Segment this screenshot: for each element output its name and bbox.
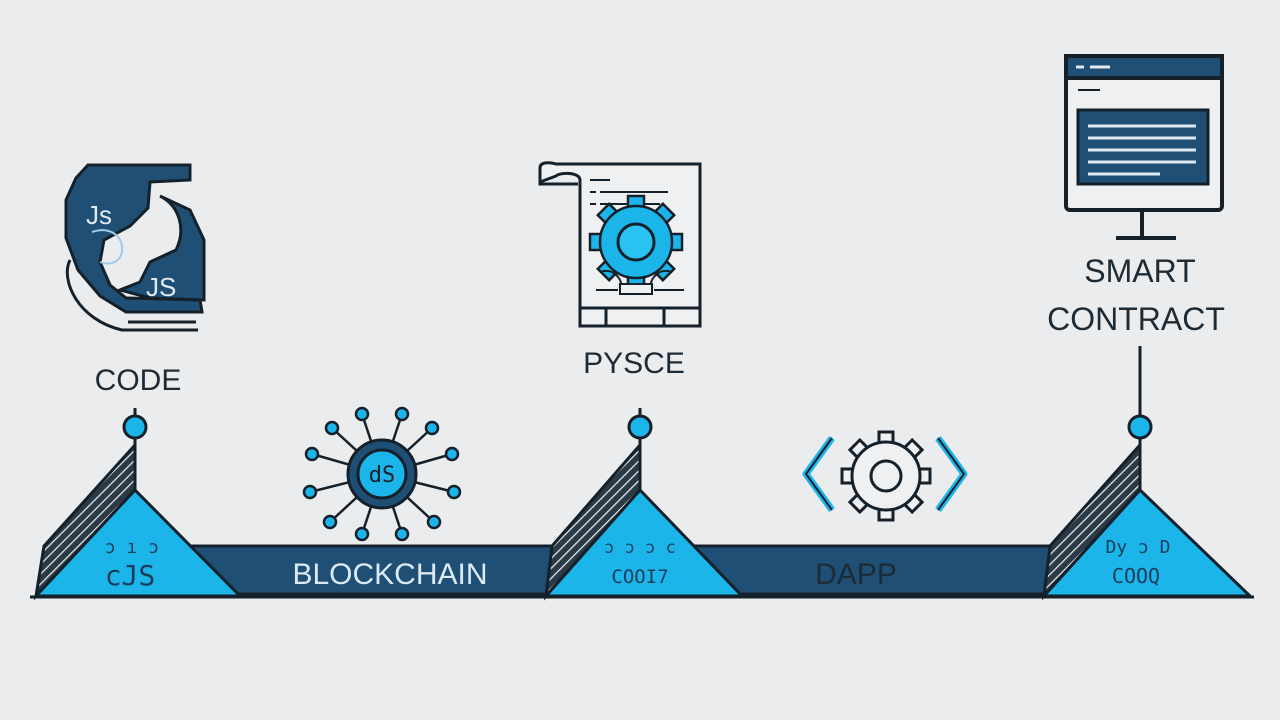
- hub-center-text: dS: [369, 463, 396, 488]
- pin-1: [122, 408, 148, 446]
- connector-bar-blockchain: BLOCKCHAIN: [183, 544, 567, 596]
- document-gear-icon: [538, 161, 702, 328]
- code-label: CODE: [95, 364, 182, 397]
- triangle-3-text: COOQ: [1112, 564, 1160, 588]
- triangle-2-top-text: ɔ ɔ ɔ c: [604, 538, 676, 558]
- triangle-node-3: Dy ɔ D COOQ: [1040, 441, 1254, 601]
- js-code-icon: Js JS: [64, 163, 206, 332]
- network-hub-icon: dS: [302, 406, 462, 542]
- gear-brackets-icon: [802, 430, 968, 522]
- triangle-1-text: cJS: [105, 559, 156, 592]
- blockchain-label: BLOCKCHAIN: [292, 558, 487, 591]
- triangle-node-2: ɔ ɔ ɔ c COOI7: [542, 440, 746, 601]
- triangle-1-top-text: ɔ ı ɔ: [105, 537, 159, 558]
- monitor-icon: [1064, 54, 1224, 240]
- smart-label: SMART: [1084, 253, 1195, 289]
- triangle-node-1: ɔ ı ɔ cJS: [32, 441, 244, 601]
- dapp-label: DAPP: [815, 558, 897, 591]
- triangle-3-top-text: Dy ɔ D: [1105, 537, 1170, 558]
- triangle-2-text: COOI7: [611, 566, 668, 588]
- js-upper-text: Js: [86, 200, 112, 230]
- js-lower-text: JS: [146, 272, 176, 302]
- pin-3: [1127, 346, 1153, 446]
- connector-bar-dapp: DAPP: [688, 544, 1064, 596]
- pin-2: [627, 408, 653, 446]
- pysce-label: PYSCE: [583, 347, 685, 380]
- contract-label: CONTRACT: [1047, 301, 1225, 337]
